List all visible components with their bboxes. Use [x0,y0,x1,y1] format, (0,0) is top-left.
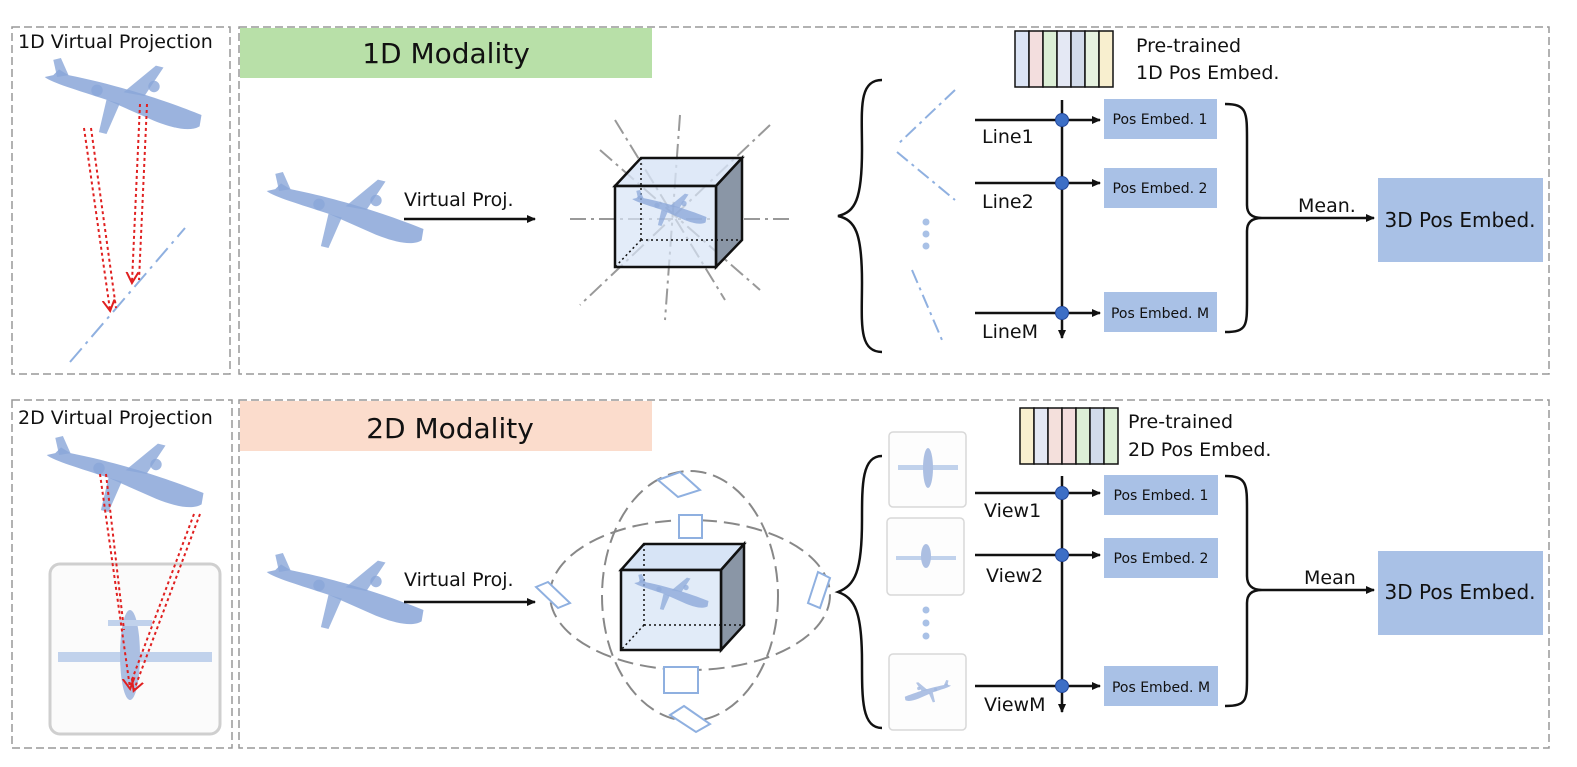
pos-embed-1d-2: Pos Embed. 2 [1113,181,1208,197]
modality-1d-frame [238,26,1550,375]
panel-2d-projection-border [11,399,233,749]
row-viewm: ViewM Pos Embed. M [975,666,1218,716]
row-label-view2: View2 [986,565,1043,587]
virtual-proj-label-2d: Virtual Proj. [404,569,514,591]
pretrained-2d-title-line1: Pre-trained [1128,411,1233,433]
pretrained-2d-embedding-stripes [1019,407,1119,465]
embedding-stripe [1042,30,1058,88]
embedding-stripe [1070,30,1086,88]
output-3d-embed-2d: 3D Pos Embed. [1384,580,1535,604]
panel-title-1d: 1D Virtual Projection [18,31,213,53]
view-thumbnails [886,431,967,731]
row-label-viewm: ViewM [984,694,1045,716]
airplane-point-cloud-1d-left [44,58,202,134]
row-label-line2: Line2 [982,191,1034,213]
bottom-section: 2D Virtual Projection 2D Modality Virtua… [11,399,1550,749]
virtual-proj-label-1d: Virtual Proj. [404,189,514,211]
projection-cube-1d [570,114,790,321]
row-label-linem: LineM [982,321,1038,343]
curly-brace-1d [837,78,883,354]
row-label-view1: View1 [984,500,1041,522]
red-projection-arrow-2d-2 [134,513,201,690]
embedding-stripe [1098,30,1114,88]
embedding-stripe [1056,30,1072,88]
projection-cube-2d [534,470,832,734]
panel-title-2d: 2D Virtual Projection [18,407,213,429]
right-brace-2d [1224,474,1263,708]
airplane-point-cloud-2d-left [46,436,204,512]
mean-label-1d: Mean. [1298,195,1356,217]
modality-2d-label: 2D Modality [366,412,534,445]
embedding-stripe [1103,407,1119,465]
row-line1: Line1 Pos Embed. 1 [975,99,1217,148]
projection-line [69,227,186,363]
pretrained-2d-title-line2: 2D Pos Embed. [1128,439,1271,461]
modality-2d-header [240,401,652,451]
embedding-stripe [1014,30,1030,88]
top-section: 1D Virtual Projection 1D Modality Virtua… [11,26,1550,375]
pretrained-1d-title-line2: 1D Pos Embed. [1136,62,1279,84]
embedding-stripe [1084,30,1100,88]
modality-1d-header [240,28,652,78]
row-label-line1: Line1 [982,126,1034,148]
curly-brace-2d [834,454,883,730]
row-linem: LineM Pos Embed. M [975,292,1217,343]
pretrained-1d-embedding-stripes [1014,30,1114,88]
airplane-point-cloud-1d [266,172,424,248]
red-projection-arrow [132,103,141,282]
pretrained-1d-title-line1: Pre-trained [1136,35,1241,57]
embedding-stripe [1028,30,1044,88]
row-line2: Line2 Pos Embed. 2 [975,168,1217,213]
pos-embed-1d-1: Pos Embed. 1 [1113,112,1208,128]
projection-lines-1d [896,89,956,341]
embedding-stripe [1089,407,1105,465]
pos-embed-2d-2: Pos Embed. 2 [1114,551,1209,567]
embedding-stripe [1075,407,1091,465]
output-3d-embed-2d-box [1378,551,1543,635]
pos-embed-2d-m: Pos Embed. M [1112,680,1210,696]
row-view1: View1 Pos Embed. 1 [975,475,1218,522]
airplane-point-cloud-2d [266,553,424,629]
embedding-stripe [1061,407,1077,465]
modality-2d-frame [238,399,1550,749]
embedding-stripe [1047,407,1063,465]
mean-label-2d: Mean [1304,567,1356,589]
modality-1d-label: 1D Modality [362,37,530,70]
red-projection-arrow-2d-1 [99,473,130,688]
right-brace-1d [1224,102,1263,334]
embedding-stripe [1033,407,1049,465]
red-projection-arrow [83,127,110,310]
pos-embed-1d-m: Pos Embed. M [1111,306,1209,322]
output-3d-embed-1d-box [1378,178,1543,262]
output-3d-embed-1d: 3D Pos Embed. [1384,208,1535,232]
row-view2: View2 Pos Embed. 2 [975,538,1218,587]
embedding-stripe [1019,407,1035,465]
pos-embed-2d-1: Pos Embed. 1 [1114,488,1209,504]
panel-1d-projection-border [11,26,231,375]
